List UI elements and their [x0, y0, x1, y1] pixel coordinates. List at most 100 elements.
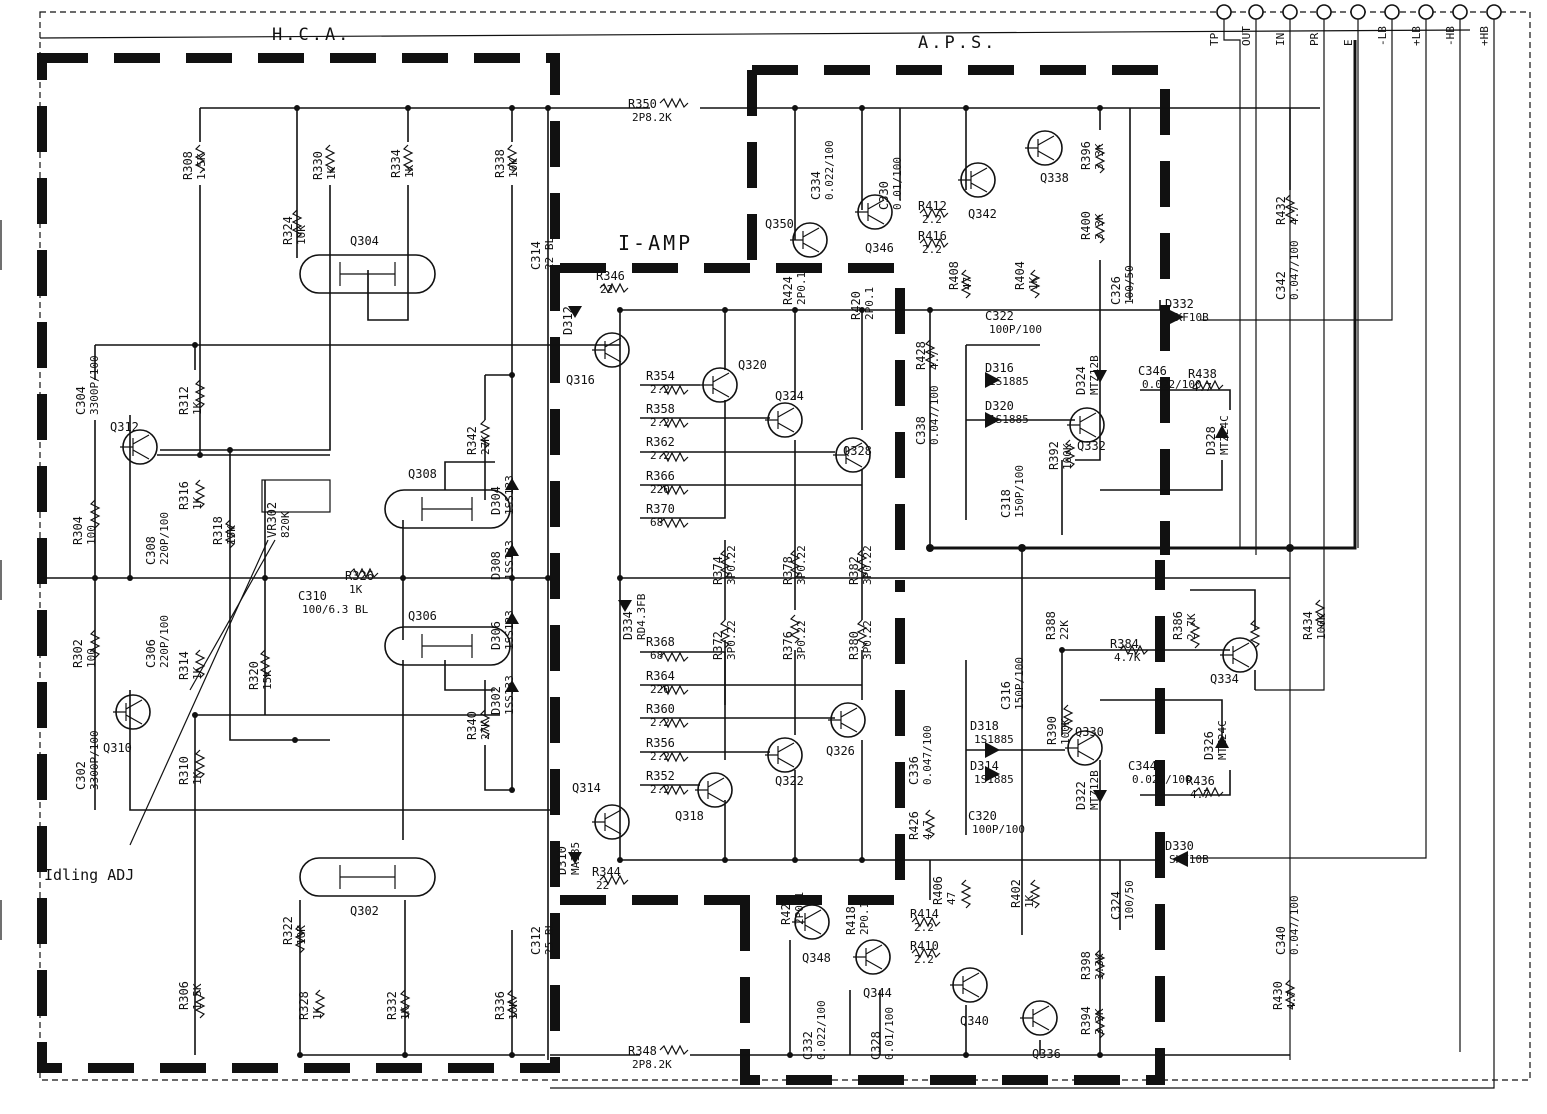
label-q316: Q316 [566, 373, 595, 387]
part-value: RD4.3FB [635, 593, 648, 640]
resistor-glyph [314, 989, 326, 1019]
resistor-glyph [1029, 269, 1041, 299]
vr302-box [261, 479, 331, 513]
part-ref: C306 [144, 639, 158, 668]
iamp-block-top [560, 263, 905, 555]
part-ref: D316 [985, 361, 1014, 375]
terminal-in[interactable] [1282, 4, 1298, 20]
resistor-glyph [789, 614, 801, 644]
resistor-glyph [924, 339, 936, 369]
resistor-glyph [856, 549, 868, 579]
label-q338: Q338 [1040, 171, 1069, 185]
part-ref: D310 [555, 846, 569, 875]
part-ref: R384 [1110, 637, 1139, 651]
transistor-q348: Q348 [792, 904, 831, 965]
part-ref: C312 [529, 926, 543, 955]
part-value: 2.2 [922, 243, 942, 256]
terminal-plus-lb[interactable] [1418, 4, 1434, 20]
part-ref: R438 [1188, 367, 1217, 381]
part-ref: R330 [311, 151, 325, 180]
part-ref: D328 [1204, 426, 1218, 455]
resistor-glyph [1094, 949, 1106, 979]
transistor-q328: Q328 [833, 437, 872, 473]
resistor-glyph [224, 519, 236, 549]
transistor-q346: Q346 [855, 194, 894, 255]
part-value: 3P0.22 [795, 620, 808, 660]
terminal-wires [550, 19, 1495, 1089]
terminal-tp[interactable] [1216, 4, 1232, 20]
part-ref: D332 [1165, 297, 1194, 311]
resistor-glyph [506, 144, 518, 174]
label-q304: Q304 [350, 234, 379, 248]
label-q350: Q350 [765, 217, 794, 231]
part-value: 1K [325, 166, 338, 180]
part-value: 2P8.2K [632, 111, 672, 124]
terminal-label-minus-lb: -LB [1376, 26, 1389, 46]
resistor-glyph [1119, 644, 1149, 656]
part-value: 10K [295, 225, 308, 245]
terminal-plus-hb[interactable] [1486, 4, 1502, 20]
part-ref: R376 [781, 631, 795, 660]
part-ref: R408 [947, 261, 961, 290]
resistor-glyph [1029, 879, 1041, 909]
transistor-q350: Q350 [765, 217, 828, 258]
resistor-glyph [89, 629, 101, 659]
label-q302: Q302 [350, 904, 379, 918]
resistor-glyph [659, 484, 689, 496]
label-q336: Q336 [1032, 1047, 1061, 1061]
part-ref: R354 [646, 369, 675, 383]
transistor-q342: Q342 [958, 162, 997, 221]
part-value: 1K [191, 771, 204, 785]
diode-d318-symbol [985, 742, 1000, 758]
terminal-pr[interactable] [1316, 4, 1332, 20]
resistor-glyph [911, 916, 941, 928]
terminal-label-out: OUT [1240, 26, 1253, 46]
label-q320: Q320 [738, 358, 767, 372]
part-ref: R372 [711, 631, 725, 660]
resistor-glyph [659, 384, 689, 396]
terminal-minus-hb[interactable] [1452, 4, 1468, 20]
part-ref: R428 [914, 341, 928, 370]
part-value: 100K [1059, 718, 1072, 745]
resistor-glyph [659, 517, 689, 529]
part-ref: D322 [1074, 781, 1088, 810]
dual-transistor-q306 [384, 626, 511, 666]
transistor-q318: Q318 [675, 772, 733, 823]
terminal-minus-lb[interactable] [1384, 4, 1400, 20]
part-ref: C336 [907, 756, 921, 785]
dual-transistor-q308 [384, 489, 511, 529]
junctions [92, 105, 1294, 1058]
label-q330: Q330 [1075, 725, 1104, 739]
diode-d306-symbol [505, 612, 519, 624]
aps-block-border-bottom [740, 560, 1165, 1085]
part-value: 2P0.1 [863, 287, 876, 320]
resistor-glyph [1249, 619, 1261, 649]
transistor-q334: Q334 [1210, 637, 1258, 686]
part-ref: R368 [646, 635, 675, 649]
part-ref: R432 [1274, 196, 1288, 225]
part-ref: R366 [646, 469, 675, 483]
label-q340: Q340 [960, 1014, 989, 1028]
terminal-e[interactable] [1350, 4, 1366, 20]
transistor-q322: Q322 [765, 737, 804, 788]
resistor-glyph [1284, 979, 1296, 1009]
part-value: 820K [279, 511, 292, 538]
terminal-out[interactable] [1248, 4, 1264, 20]
resistor-glyph [89, 499, 101, 529]
diode-d304-symbol [505, 478, 519, 490]
